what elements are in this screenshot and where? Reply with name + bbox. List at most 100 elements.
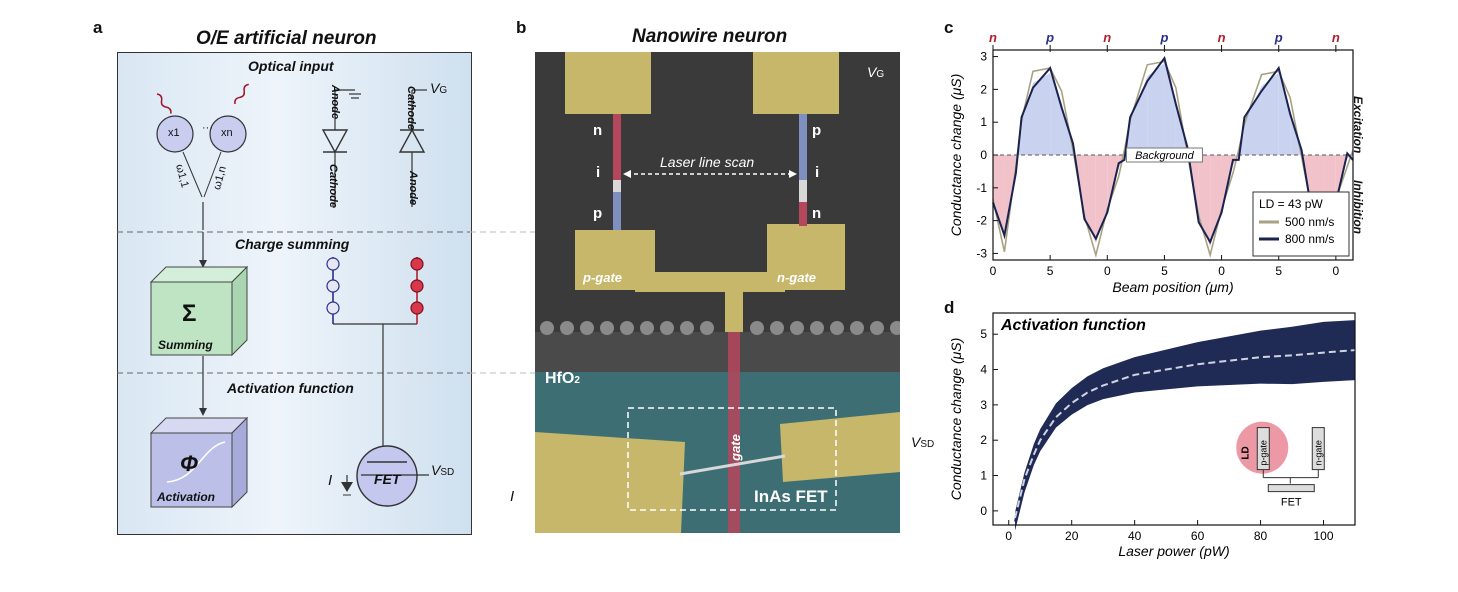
region-fill <box>1221 155 1233 208</box>
inas-fet-label: InAs FET <box>754 487 828 506</box>
summing-symbol: Σ <box>182 300 197 327</box>
left-wire-p: p <box>593 205 603 222</box>
vsd-label-a: VSD <box>431 462 455 478</box>
summing-cube <box>150 281 233 356</box>
summing-label: Summing <box>158 338 213 352</box>
nanowire-right-p <box>799 114 807 180</box>
top-mark-p: p <box>1274 30 1283 45</box>
right-wire-p: p <box>812 122 822 139</box>
diode-left <box>321 129 349 154</box>
top-mark-n: n <box>989 30 997 45</box>
x-tick-label: 0 <box>1005 529 1012 543</box>
x-axis-label: Beam position (μm) <box>1112 279 1233 295</box>
inset-fet <box>1267 484 1315 493</box>
region-fill <box>1244 86 1262 155</box>
legend-box <box>1252 191 1350 257</box>
neuron-x1-label: x1 <box>168 127 180 139</box>
region-fill <box>1210 155 1222 247</box>
y-tick-label: 1 <box>980 469 987 483</box>
input-neuron-xn <box>209 115 247 153</box>
sem-image <box>535 52 900 533</box>
right-wire-i: i <box>815 164 820 181</box>
panel-d-label: d <box>944 298 955 317</box>
x-tick-label: 20 <box>1065 529 1079 543</box>
hfo2-label: HfO2 <box>545 370 580 387</box>
current-label-b: I <box>510 488 515 505</box>
left-wire-n: n <box>593 122 603 139</box>
fet-symbol <box>356 445 418 507</box>
background-label: Background <box>1135 150 1195 162</box>
inset-pgate-label: p-gate <box>1258 440 1268 466</box>
region-fill <box>1164 63 1176 155</box>
section-charge-summing: Charge summing <box>235 236 350 252</box>
region-fill <box>993 155 1005 241</box>
chart-d-title: Activation function <box>1000 317 1146 334</box>
x-tick-label: 0 <box>1218 264 1225 278</box>
pad-vg <box>753 52 839 114</box>
y-tick-label: 1 <box>980 115 987 129</box>
fet-drain-pad <box>780 412 900 482</box>
weight-arrow-1 <box>182 151 203 198</box>
excitation-label: Excitation <box>1351 96 1365 154</box>
fet-nanowire <box>679 454 786 476</box>
plus-charge-2 <box>326 279 340 293</box>
region-fill <box>1084 155 1096 244</box>
inhibition-label: Inhibition <box>1351 180 1365 234</box>
fet-source-pad <box>535 432 685 533</box>
gate-label: gate <box>727 434 743 461</box>
region-fill <box>1033 72 1051 155</box>
y-axis-label: Conductance change (μS) <box>948 338 964 501</box>
vg-label-b: VG <box>867 64 885 80</box>
photon-wave-2 <box>234 83 249 105</box>
cathode-left-label: Cathode <box>327 164 339 208</box>
x-tick-label: 40 <box>1128 529 1142 543</box>
top-mark-p: p <box>1159 30 1168 45</box>
y-tick-label: 4 <box>980 363 987 377</box>
right-wire-n: n <box>812 205 822 222</box>
weight-arrow-2 <box>203 151 222 198</box>
measured-band <box>1015 320 1355 531</box>
fet-highlight-box <box>627 407 837 511</box>
inset-fet-label: FET <box>1281 497 1302 509</box>
panel-a-label: a <box>93 18 103 37</box>
current-label-a: I <box>328 472 333 489</box>
y-tick-label: -2 <box>976 214 987 228</box>
x-tick-label: 5 <box>1161 264 1168 278</box>
vsd-label-b: VSD <box>911 434 935 450</box>
x-tick-label: 80 <box>1254 529 1268 543</box>
y-tick-label: 0 <box>980 504 987 518</box>
inset-ld-label: LD <box>1240 446 1251 459</box>
n-gate-label: n-gate <box>777 270 816 285</box>
region-fill <box>1130 76 1148 155</box>
anode-right-label: Anode <box>407 170 420 206</box>
vg-label-a: VG <box>430 80 448 96</box>
legend-title: LD = 43 pW <box>1259 197 1323 211</box>
inset-ngate-label: n-gate <box>1313 440 1323 466</box>
y-tick-label: 0 <box>980 148 987 162</box>
gate-stripe <box>728 302 740 533</box>
region-fill <box>1050 72 1062 155</box>
fet-label-a: FET <box>374 471 401 487</box>
current-arrow <box>341 482 353 492</box>
region-fill <box>1278 72 1291 155</box>
y-tick-label: 5 <box>980 327 987 341</box>
region-fill <box>1021 82 1033 155</box>
anode-left-label: Anode <box>329 84 342 120</box>
plus-charge-1 <box>326 257 340 271</box>
x-tick-label: 5 <box>1275 264 1282 278</box>
minus-charge-1 <box>410 257 424 271</box>
legend-entry: 800 nm/s <box>1285 232 1334 246</box>
photon-wave-1 <box>156 93 172 114</box>
region-fill <box>1261 72 1279 155</box>
y-tick-label: 2 <box>980 82 987 96</box>
panel-c-label: c <box>944 18 954 37</box>
input-neuron-x1 <box>156 115 194 153</box>
y-tick-label: 3 <box>980 50 987 64</box>
region-fill <box>1233 155 1239 165</box>
minus-charge-2 <box>410 279 424 293</box>
activation-cube-top <box>149 417 249 434</box>
activation-symbol: Φ <box>180 451 199 476</box>
x-tick-label: 0 <box>1333 264 1340 278</box>
